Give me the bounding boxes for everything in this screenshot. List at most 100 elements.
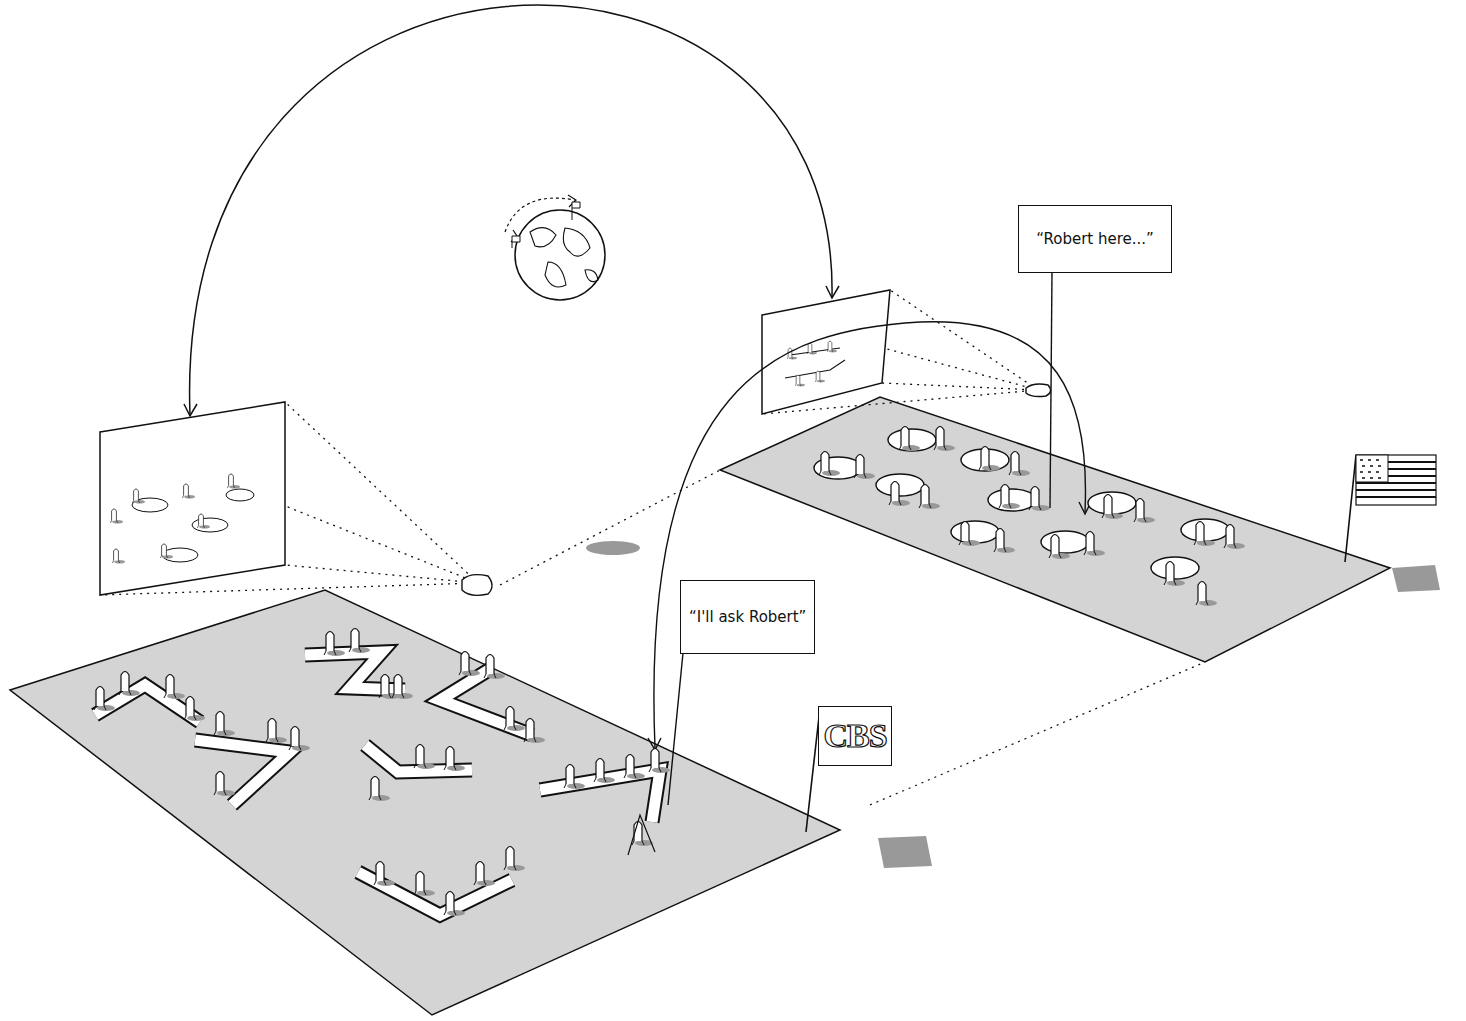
chair-figure [459, 652, 480, 677]
standing-figure [628, 815, 655, 855]
chair-figure [1134, 499, 1155, 524]
chair-figure [899, 427, 920, 452]
chair-figure [1194, 522, 1215, 547]
globe [515, 210, 605, 300]
projection-lines [100, 290, 1205, 805]
chair-figure [160, 544, 173, 559]
chair-figure [266, 719, 287, 744]
chair-figure [959, 522, 980, 547]
chair-figure [827, 341, 837, 352]
speech-text: “I'll ask Robert” [689, 606, 806, 628]
chair-figure [649, 749, 670, 774]
chair-figure [994, 529, 1015, 554]
chair-figure [795, 375, 805, 386]
speech-text: “Robert here...” [1036, 228, 1154, 250]
chair-figure [94, 687, 115, 712]
shadow [1392, 565, 1440, 592]
table-group [95, 652, 660, 915]
rotation-arrow [505, 198, 575, 232]
chairs [94, 629, 670, 917]
table [162, 548, 198, 562]
chair-figure [444, 747, 465, 772]
chair-figure [854, 455, 875, 480]
table [1181, 519, 1229, 541]
chair-figure [819, 452, 840, 477]
projector [462, 575, 492, 596]
chair-figure [1084, 532, 1105, 557]
chair-figure [324, 632, 345, 657]
chair-figure [1029, 487, 1050, 512]
beam [762, 290, 1038, 414]
chairs [819, 427, 1245, 607]
speech-pole [1050, 272, 1052, 508]
chair-figure [889, 482, 910, 507]
chair-figure [182, 484, 195, 499]
chair-figure [624, 755, 645, 780]
chair-figure [564, 765, 585, 790]
chair-figure [374, 862, 395, 887]
table [195, 740, 290, 805]
table [365, 745, 472, 772]
chair-figure [227, 474, 240, 489]
table [951, 521, 999, 543]
arrow-head [826, 286, 839, 298]
chair-figure [369, 777, 390, 802]
projection-screen [762, 290, 890, 414]
flag-canton [1356, 455, 1388, 482]
chair-figure [484, 655, 505, 680]
us-flag [1356, 455, 1436, 505]
chair-figure [444, 892, 465, 917]
chair-figure [1164, 562, 1185, 587]
chair-figure [999, 485, 1020, 510]
chair-figure [815, 371, 825, 382]
chair-figure [112, 549, 125, 564]
flag-stars [1360, 460, 1381, 478]
chair-figure [132, 489, 145, 504]
table-top [95, 652, 660, 915]
table [365, 745, 472, 772]
chair-figure [110, 509, 123, 524]
table [95, 685, 200, 722]
chair-figure [197, 514, 210, 529]
sight-line [870, 662, 1205, 805]
beam [100, 402, 478, 595]
chair-figure [979, 447, 1000, 472]
small-flag [512, 236, 520, 248]
shadow [586, 541, 640, 555]
table [192, 518, 228, 532]
chair-figure [474, 862, 495, 887]
table [305, 652, 405, 690]
chair-figure [214, 712, 235, 737]
table [440, 668, 532, 735]
floor-plate [720, 397, 1390, 662]
table [876, 474, 924, 496]
flag-banner: CBS [818, 706, 892, 766]
chair-figure [504, 847, 525, 872]
arrow-head [184, 404, 197, 416]
chair-figure [184, 697, 205, 722]
chair-figure [934, 427, 955, 452]
table [305, 652, 405, 690]
chair-figure [349, 629, 370, 654]
chair-figure [1224, 525, 1245, 550]
chair-figure [1049, 535, 1070, 560]
table [440, 668, 532, 735]
screen-content [785, 341, 845, 386]
flag-pole [1345, 455, 1356, 562]
speech-pole [668, 653, 683, 805]
chair-figure [214, 772, 235, 797]
chair-figure [1196, 582, 1217, 607]
chair-figure [1009, 452, 1030, 477]
projection-screen [100, 402, 285, 595]
table [1041, 531, 1089, 553]
speech-bubble: “I'll ask Robert” [680, 580, 815, 654]
table [226, 489, 254, 501]
chair-figure [632, 822, 653, 847]
chair-figure [164, 675, 185, 700]
chair-figure [119, 672, 140, 697]
chair-figure [392, 675, 413, 700]
chair-figure [1102, 495, 1123, 520]
speech-bubble: “Robert here...” [1018, 205, 1172, 273]
